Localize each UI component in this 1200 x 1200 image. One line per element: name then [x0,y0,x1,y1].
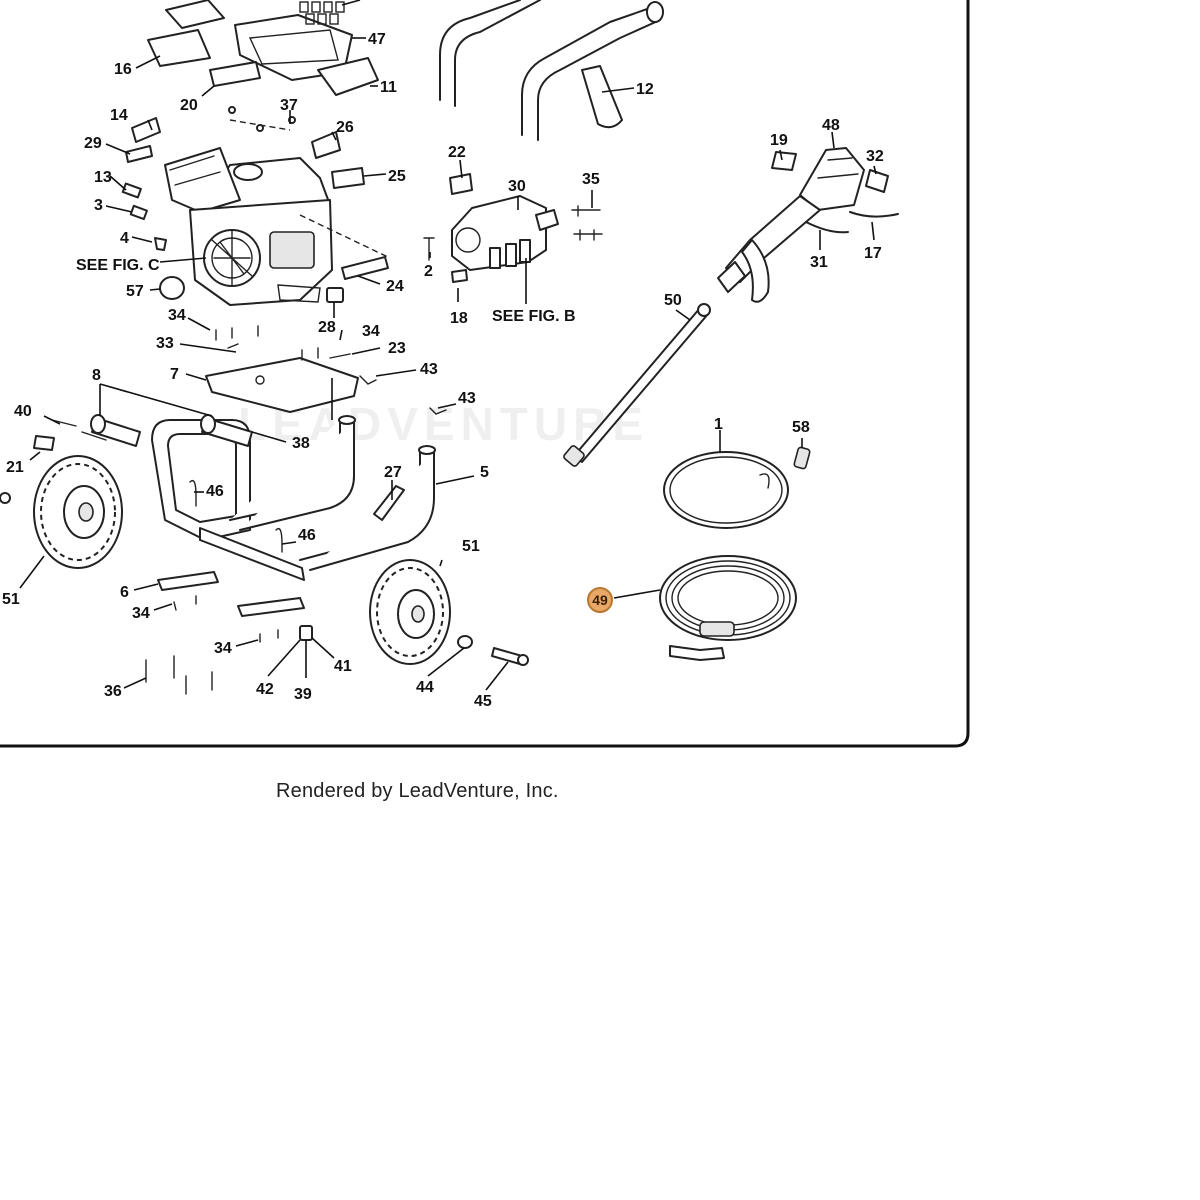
callout-number: 31 [810,254,828,271]
callout-number: 34 [168,307,186,324]
callout-number: 16 [114,61,132,78]
callout-number: 34 [214,640,232,657]
callout-number: 2 [424,263,433,280]
leader-lines [19,0,877,691]
callout-number: 4 [120,230,129,247]
callout-number: 34 [362,323,380,340]
callout-number: 48 [822,117,840,134]
callout-number: 37 [280,97,298,114]
callout-number: 43 [458,390,476,407]
callout-number: 40 [14,403,32,420]
callout-number: 20 [180,97,198,114]
highlighted-callout-49[interactable]: 49 [587,587,613,613]
see-fig-b-label: SEE FIG. B [492,308,576,325]
callout-number: 28 [318,319,336,336]
callout-number: 30 [508,178,526,195]
callout-number: 44 [416,679,434,696]
callout-number: 45 [474,693,492,710]
callout-number: 23 [388,340,406,357]
callout-number: 39 [294,686,312,703]
callout-number: 43 [420,361,438,378]
hardware-parts [0,325,529,695]
callout-number: 42 [256,681,274,698]
callout-number: 47 [368,31,386,48]
control-panel-assembly [147,0,379,132]
callout-number: 32 [866,148,884,165]
highlight-marker[interactable] [587,587,613,613]
callout-number: 35 [582,171,600,188]
engine-assembly [121,117,391,306]
callout-number: 3 [94,197,103,214]
callout-number: 34 [132,605,150,622]
callout-number: 17 [864,245,882,262]
callout-number: 46 [206,483,224,500]
callout-number: 8 [92,367,101,384]
diagram-frame [0,0,970,748]
callout-number: 18 [450,310,468,327]
callout-number: 25 [388,168,406,185]
see-fig-c-label: SEE FIG. C [76,257,160,274]
callout-number: 11 [380,79,397,96]
frame-assembly [90,343,436,641]
callout-number: 38 [292,435,310,452]
callout-number: 29 [84,135,102,152]
callout-number: 26 [336,119,354,136]
pump-assembly [423,173,603,283]
callout-number: 6 [120,584,129,601]
callout-number: 41 [334,658,352,675]
handle-assembly [439,0,664,141]
callout-labels: 16 47 16 11 12 20 37 14 26 29 25 13 3 4 … [2,31,884,710]
hose-coil-small [663,451,789,529]
spray-gun-assembly [717,147,899,303]
callout-number: 21 [6,459,24,476]
callout-number: 22 [448,144,466,161]
callout-number: 57 [126,283,144,300]
spray-lance [563,303,711,467]
callout-number: 50 [664,292,682,309]
callout-number: 51 [462,538,480,555]
callout-number: 58 [792,419,810,436]
callout-number: 7 [170,366,179,383]
callout-number: 12 [636,81,654,98]
nozzle-part [793,446,811,470]
callout-number: 51 [2,591,20,608]
wheel-right [369,559,451,665]
callout-number: 13 [94,169,112,186]
highlighted-callout-number[interactable]: 49 [592,592,608,608]
callout-number: 5 [480,464,489,481]
callout-number: 46 [298,527,316,544]
footer-credit: Rendered by LeadVenture, Inc. [276,780,559,802]
callout-number: 27 [384,464,402,481]
callout-number: 19 [770,132,788,149]
callout-number: 14 [110,107,128,124]
callout-number: 1 [714,416,723,433]
high-pressure-hose [659,555,797,661]
callout-number: 24 [386,278,404,295]
callout-number: 36 [104,683,122,700]
callout-number: 33 [156,335,174,352]
wheel-left [33,455,123,569]
